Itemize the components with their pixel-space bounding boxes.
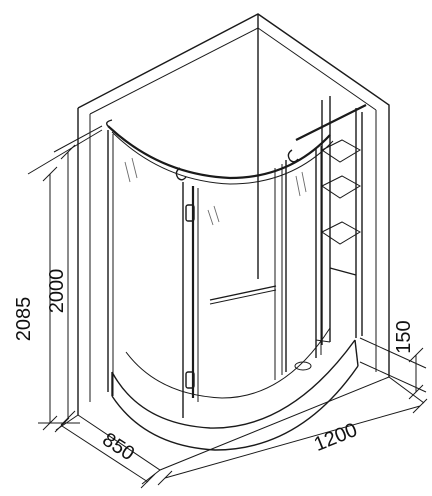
dimension-cabin-height: 2000	[46, 125, 103, 426]
shelf-1	[321, 139, 361, 163]
door-handle-upper	[185, 204, 195, 222]
drain-icon	[294, 361, 312, 371]
right-glass-panel	[285, 146, 322, 372]
towel-bar	[209, 285, 277, 305]
top-rail	[105, 104, 367, 185]
shelf-2	[321, 175, 361, 199]
hook-icon	[175, 167, 187, 181]
wall-corner	[77, 13, 390, 471]
dimension-total-height: 2085	[13, 129, 103, 431]
shower-tray	[111, 327, 359, 451]
shelf-column	[315, 96, 363, 345]
dim-label-150: 150	[393, 320, 415, 353]
dim-label-850: 850	[98, 429, 138, 466]
dim-label-1200: 1200	[311, 419, 361, 456]
dim-label-2085: 2085	[13, 297, 35, 342]
dimension-depth: 850	[54, 414, 161, 489]
hook-icon	[287, 149, 299, 163]
dimension-tray-height: 150	[359, 320, 427, 400]
left-glass-panel	[107, 130, 220, 418]
shelf-3	[321, 221, 361, 245]
door-handle-lower	[185, 371, 195, 389]
curved-sliding-door	[175, 164, 283, 402]
dim-label-2000: 2000	[46, 269, 68, 314]
